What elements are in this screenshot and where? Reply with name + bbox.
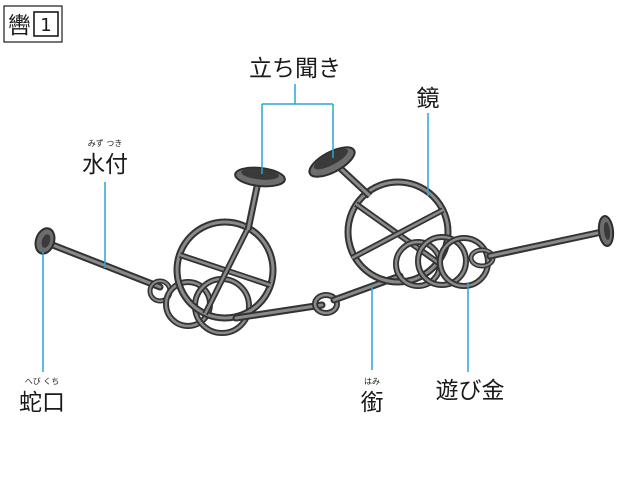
title-frame bbox=[3, 5, 63, 43]
labels: 立ち聞き 鏡 みず つき 水付 へび くち 蛇口 はみ 銜 遊び金 bbox=[19, 56, 505, 416]
title-box: 轡 1 bbox=[3, 5, 63, 43]
label-mizutsuki: 水付 bbox=[82, 152, 128, 178]
leader-lines bbox=[42, 84, 469, 372]
left-upright-post bbox=[234, 166, 286, 231]
title-label: 轡 bbox=[8, 13, 31, 39]
title-number: 1 bbox=[40, 15, 51, 36]
left-wheel bbox=[173, 218, 277, 322]
label-asobigane: 遊び金 bbox=[436, 378, 505, 404]
right-rings bbox=[393, 234, 491, 289]
right-end-disc bbox=[597, 215, 615, 247]
ruby-hebiguchi: へび くち bbox=[25, 377, 60, 386]
ruby-hami: はみ bbox=[364, 377, 380, 386]
left-end-disc bbox=[34, 227, 56, 255]
right-rein-rod bbox=[486, 228, 606, 260]
label-hami: 銜 bbox=[361, 390, 384, 416]
label-tachigiki: 立ち聞き bbox=[249, 56, 341, 82]
ruby-mizutsuki: みず つき bbox=[88, 138, 123, 148]
bit-illustration bbox=[34, 146, 615, 336]
right-wheel bbox=[344, 178, 452, 286]
title-number-box bbox=[33, 11, 59, 37]
right-upright-post bbox=[308, 146, 373, 199]
label-kagami: 鏡 bbox=[417, 86, 440, 112]
label-hebiguchi: 蛇口 bbox=[19, 390, 65, 416]
